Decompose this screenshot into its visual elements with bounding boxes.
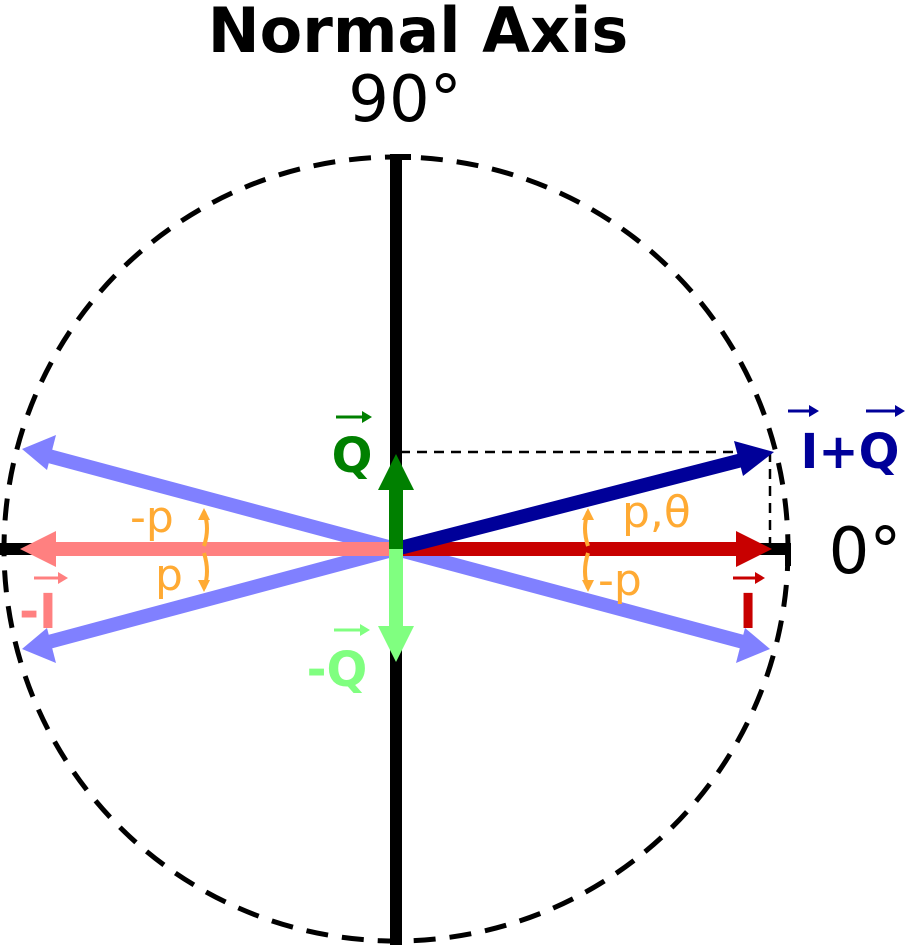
vector-i-arrowhead — [736, 531, 772, 567]
vector-neg-q-arrowhead — [378, 626, 414, 662]
angle-label-neg-p-right: -p — [598, 555, 642, 606]
label-q: Q — [332, 411, 373, 484]
label-i-text: I — [739, 584, 757, 640]
vector-i-plus-q — [394, 453, 744, 556]
label-q-text: Q — [332, 428, 373, 484]
mirror-arrowhead-upper-left — [22, 435, 56, 470]
label-neg-i-text: -I — [19, 584, 57, 640]
mirror-vector-lower-left — [43, 542, 398, 650]
angle-label-neg-p-left: -p — [130, 492, 174, 543]
label-i-plus-q-text: I+Q — [801, 424, 900, 480]
mirror-vector-lower-right — [394, 542, 749, 650]
vector-i-plus-q-arrowhead — [734, 441, 774, 476]
label-i: I — [733, 572, 765, 640]
label-neg-q-text: -Q — [307, 642, 368, 698]
axis-label-90: 90° — [348, 63, 461, 137]
label-neg-i: -I — [19, 572, 68, 640]
mirror-arrowhead-lower-right — [736, 628, 770, 663]
axis-label-0: 0° — [829, 515, 902, 589]
vector-neg-i-arrowhead — [20, 531, 56, 567]
mirror-vector-upper-left — [43, 448, 398, 556]
label-i-plus-q: I+Q — [788, 405, 905, 480]
vector-q-arrowhead — [378, 454, 414, 490]
diagram-title: Normal Axis — [208, 0, 628, 67]
angle-arc-heads — [198, 508, 594, 592]
angle-label-p-left: p — [155, 550, 183, 601]
mirror-arrowhead-lower-left — [22, 628, 56, 663]
mirror-vectors — [22, 435, 770, 663]
label-neg-q: -Q — [307, 624, 370, 698]
angle-label-p-theta: p,θ — [622, 487, 691, 538]
